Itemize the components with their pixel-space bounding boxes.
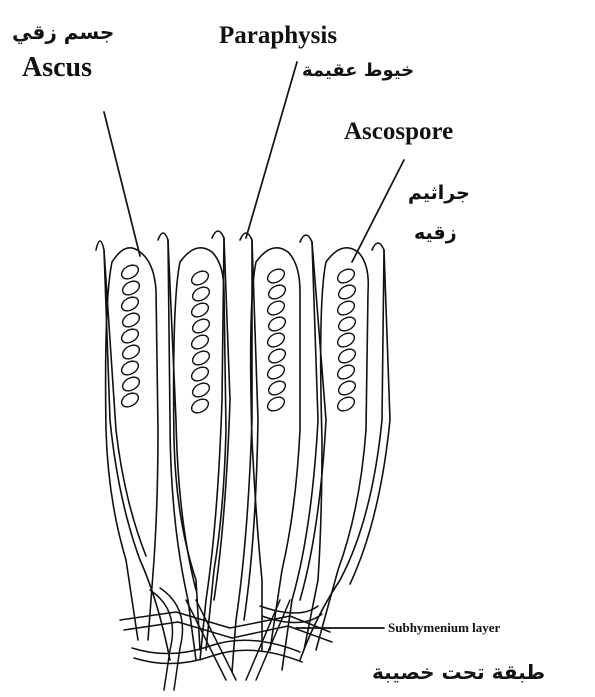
subhymenium-arabic-label: طبقة تحت خصيبة	[372, 660, 545, 684]
ascus-leader-line	[104, 112, 140, 256]
ascus-arabic-label: جسم زقي	[12, 20, 114, 44]
paraphysis-arabic-label: خيوط عقيمة	[302, 60, 414, 81]
ascospore-arabic-label-line1: جراثيم	[408, 182, 470, 204]
asci	[106, 248, 369, 650]
ascus-label: Ascus	[22, 52, 92, 84]
paraphysis-leader-line	[246, 62, 297, 238]
paraphysis	[232, 233, 252, 672]
leader-lines	[104, 62, 404, 628]
ascus	[174, 248, 226, 650]
ascospore-column	[335, 266, 358, 413]
subhymenium-hyphae	[120, 588, 332, 690]
ascospore-label: Ascospore	[344, 118, 453, 146]
ascospore-column	[119, 262, 142, 409]
paraphysis-label: Paraphysis	[219, 22, 337, 50]
ascospore-arabic-label-line2: زقيه	[414, 222, 457, 244]
paraphysis	[300, 243, 384, 660]
ascospore-column	[265, 266, 288, 413]
paraphyses	[96, 231, 390, 672]
paraphysis	[168, 240, 196, 590]
ascospore-leader-line	[352, 160, 404, 262]
subhymenium-label: Subhymenium layer	[388, 620, 500, 636]
ascospore-column	[189, 268, 212, 415]
